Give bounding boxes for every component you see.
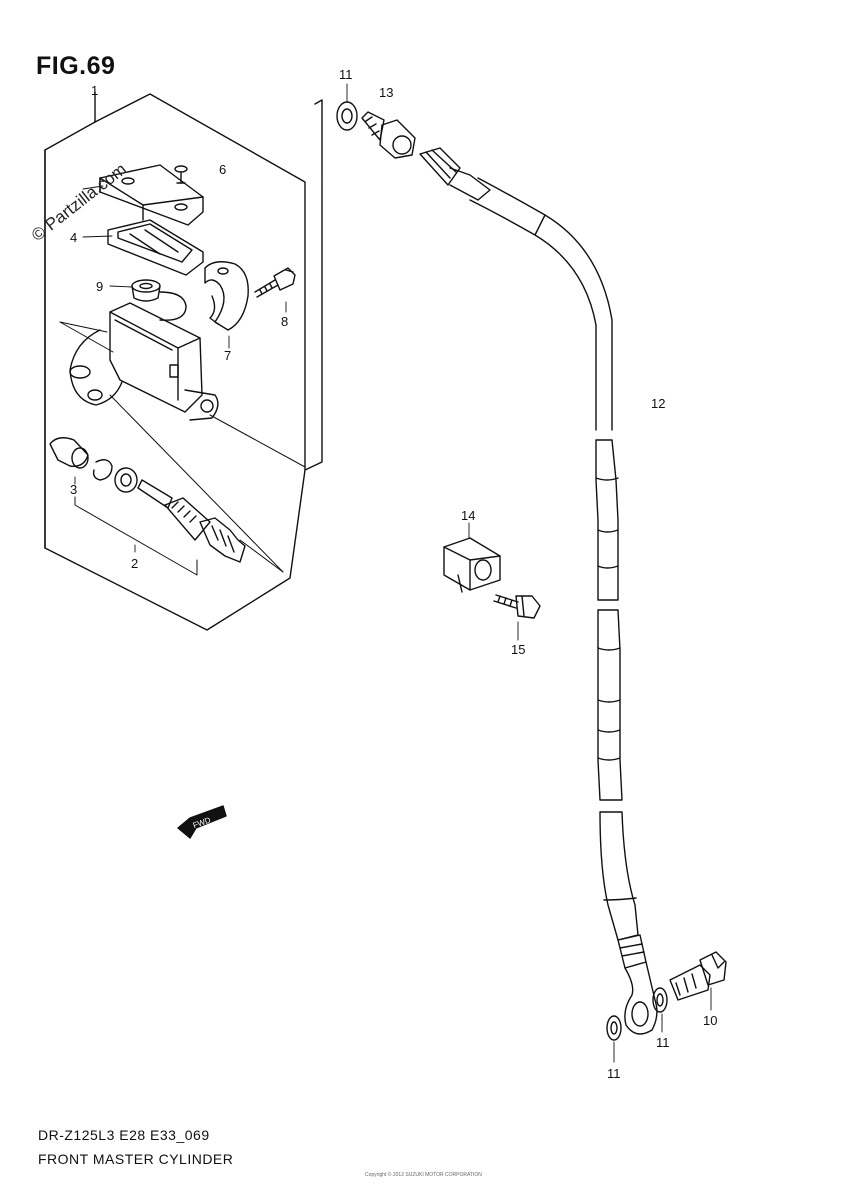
lower-washers [606,987,668,1041]
assembly-frame [44,91,323,631]
fwd-arrow [177,805,227,839]
callout-1: 1 [91,83,99,98]
callout-3: 3 [70,482,78,497]
master-cylinder-body [69,291,219,421]
callout-leaders [74,83,712,1063]
banjo-bolt [669,951,727,1001]
guide-bolt [493,594,541,619]
callout-11-bottom: 11 [607,1066,621,1081]
handlebar-clamp [204,261,249,331]
figure-title: FIG.69 [36,52,116,80]
callout-15: 15 [511,642,526,657]
hose-guide [443,537,501,593]
reservoir-cap [99,164,204,226]
model-code: DR-Z125L3 E28 E33_069 [38,1127,210,1143]
callout-10: 10 [703,1013,718,1028]
leader-lines [59,321,306,573]
boot [131,279,161,302]
callout-14: 14 [461,508,476,523]
callout-8: 8 [281,314,289,329]
callout-6: 6 [219,162,227,177]
callout-11-top: 11 [339,67,353,82]
callout-7: 7 [224,348,232,363]
piston-boot [49,437,138,493]
callout-11-mid: 11 [656,1035,670,1050]
piston-kit [137,479,246,563]
callout-2: 2 [131,556,139,571]
copyright-notice: Copyright © 2012 SUZUKI MOTOR CORPORATIO… [365,1172,482,1178]
diagram-caption: FRONT MASTER CYLINDER [38,1151,234,1167]
brake-hose [419,147,658,1035]
banjo-top [336,101,416,159]
callout-9: 9 [96,279,104,294]
diaphragm-plate [107,219,204,276]
callout-4: 4 [70,230,78,245]
callout-12: 12 [651,396,666,411]
clamp-bolt [254,267,296,298]
callout-13: 13 [379,85,394,100]
kit-bracket [74,496,198,576]
